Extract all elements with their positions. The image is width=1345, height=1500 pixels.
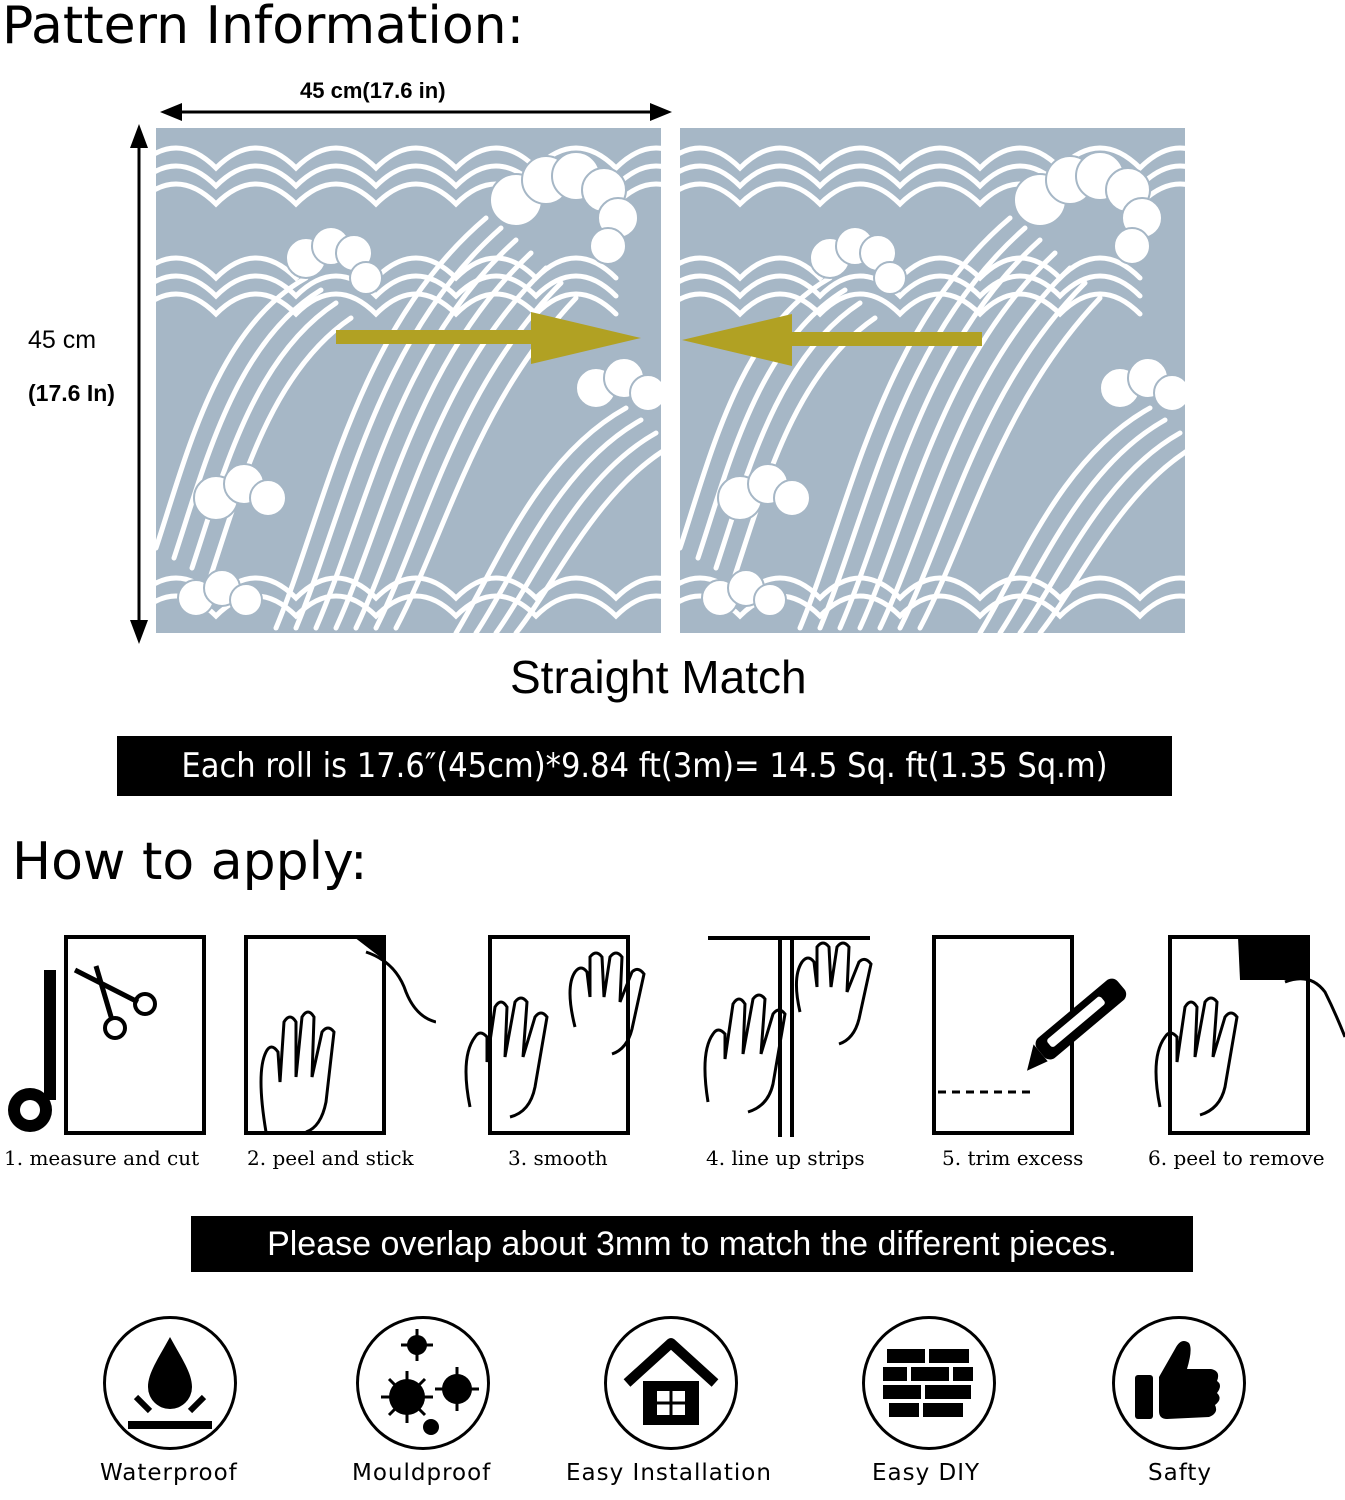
width-label: 45 cm(17.6 in) — [300, 78, 446, 103]
thumbs-up-icon — [1135, 1341, 1220, 1419]
utility-knife-icon — [932, 935, 1127, 1135]
mould-spores-icon — [381, 1329, 479, 1435]
scissors-icon — [8, 935, 206, 1135]
waterproof-label: Waterproof — [100, 1460, 238, 1486]
easy-installation-label: Easy Installation — [566, 1460, 772, 1486]
easy-diy-badge — [862, 1316, 996, 1450]
step-trim-excess — [930, 932, 1155, 1172]
step-4-label: 4. line up strips — [706, 1146, 865, 1170]
how-to-apply-title: How to apply: — [12, 832, 368, 892]
house-icon — [623, 1338, 719, 1425]
mouldproof-badge — [356, 1316, 490, 1450]
roll-info-bar: Each roll is 17.6″(45cm)*9.84 ft(3m)= 14… — [117, 736, 1172, 796]
step-3-label: 3. smooth — [508, 1146, 608, 1170]
match-arrow-right — [336, 312, 641, 364]
line-up-hands-icon — [703, 936, 873, 1137]
step-6-label: 6. peel to remove — [1148, 1146, 1325, 1170]
step-measure-and-cut — [0, 932, 225, 1172]
step-1-label: 1. measure and cut — [4, 1146, 200, 1170]
safty-badge — [1112, 1316, 1246, 1450]
wave-pattern-panel-left — [156, 128, 661, 633]
easy-diy-label: Easy DIY — [872, 1460, 981, 1486]
height-dimension-arrow — [130, 124, 148, 644]
mouldproof-label: Mouldproof — [352, 1460, 492, 1486]
overlap-note-bar: Please overlap about 3mm to match the di… — [191, 1216, 1193, 1272]
peel-corner-icon — [1154, 935, 1345, 1135]
match-arrow-left — [682, 314, 982, 366]
wave-pattern-panel-right — [680, 128, 1185, 633]
step-peel-to-remove — [1140, 932, 1345, 1172]
overlap-note-text: Please overlap about 3mm to match the di… — [267, 1224, 1117, 1263]
roll-info-text: Each roll is 17.6″(45cm)*9.84 ft(3m)= 14… — [181, 746, 1108, 786]
width-dimension-arrow — [160, 103, 672, 121]
peel-hand-icon — [244, 935, 436, 1135]
step-peel-and-stick — [236, 932, 461, 1172]
easy-installation-badge — [604, 1316, 738, 1450]
pattern-info-title: Pattern Information: — [2, 0, 525, 56]
water-drop-icon — [128, 1337, 212, 1429]
brick-wall-icon — [883, 1349, 973, 1417]
waterproof-badge — [103, 1316, 237, 1450]
smooth-hands-icon — [464, 935, 646, 1135]
straight-match-caption: Straight Match — [510, 651, 807, 703]
step-5-label: 5. trim excess — [942, 1146, 1084, 1170]
safty-label: Safty — [1148, 1460, 1213, 1486]
height-label-in: (17.6 In) — [28, 380, 115, 406]
step-line-up-strips — [700, 932, 925, 1172]
step-smooth — [460, 932, 685, 1172]
height-label-cm: 45 cm — [28, 326, 97, 354]
step-2-label: 2. peel and stick — [247, 1146, 414, 1170]
